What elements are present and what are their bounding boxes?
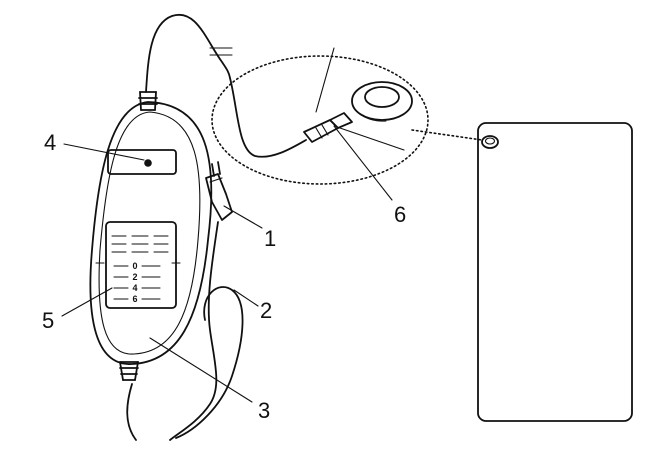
connector-plug	[303, 112, 353, 143]
main-cable	[138, 13, 233, 111]
strain-relief-bottom	[119, 361, 139, 381]
scale-tick-4: 4	[113, 283, 161, 293]
leader-line-3	[149, 337, 253, 403]
strain-relief-top	[138, 91, 158, 111]
power-cable	[119, 221, 244, 441]
controller: 0 2 4 6	[89, 101, 213, 365]
callout-2: 2	[260, 298, 272, 323]
leader-line-1	[223, 205, 263, 229]
callout-4: 4	[44, 130, 56, 155]
callout-1: 1	[264, 226, 276, 251]
connector-socket	[351, 81, 413, 122]
callout-5: 5	[42, 308, 54, 333]
heating-pad	[477, 122, 633, 422]
scale-label-2: 2	[132, 272, 137, 282]
pad-socket-icon	[481, 135, 499, 149]
scale-label-6: 6	[132, 294, 137, 304]
scale-tick-6: 6	[113, 294, 161, 304]
scale-label-4: 4	[132, 283, 137, 293]
leader-lines	[61, 125, 393, 403]
indicator-window	[107, 149, 177, 175]
leader-line-5	[61, 287, 113, 317]
connector-detail-zoom	[211, 47, 483, 185]
scale-label-0: 0	[132, 261, 137, 271]
scale-tick-0: 0	[113, 261, 161, 271]
leader-line-4	[63, 143, 145, 161]
callout-3: 3	[258, 398, 270, 423]
callout-6: 6	[394, 202, 406, 227]
leader-line-2	[233, 289, 259, 307]
scale-tick-2: 2	[113, 272, 161, 282]
leader-line-6	[333, 125, 393, 201]
setting-scale-panel: 0 2 4 6	[95, 221, 181, 309]
